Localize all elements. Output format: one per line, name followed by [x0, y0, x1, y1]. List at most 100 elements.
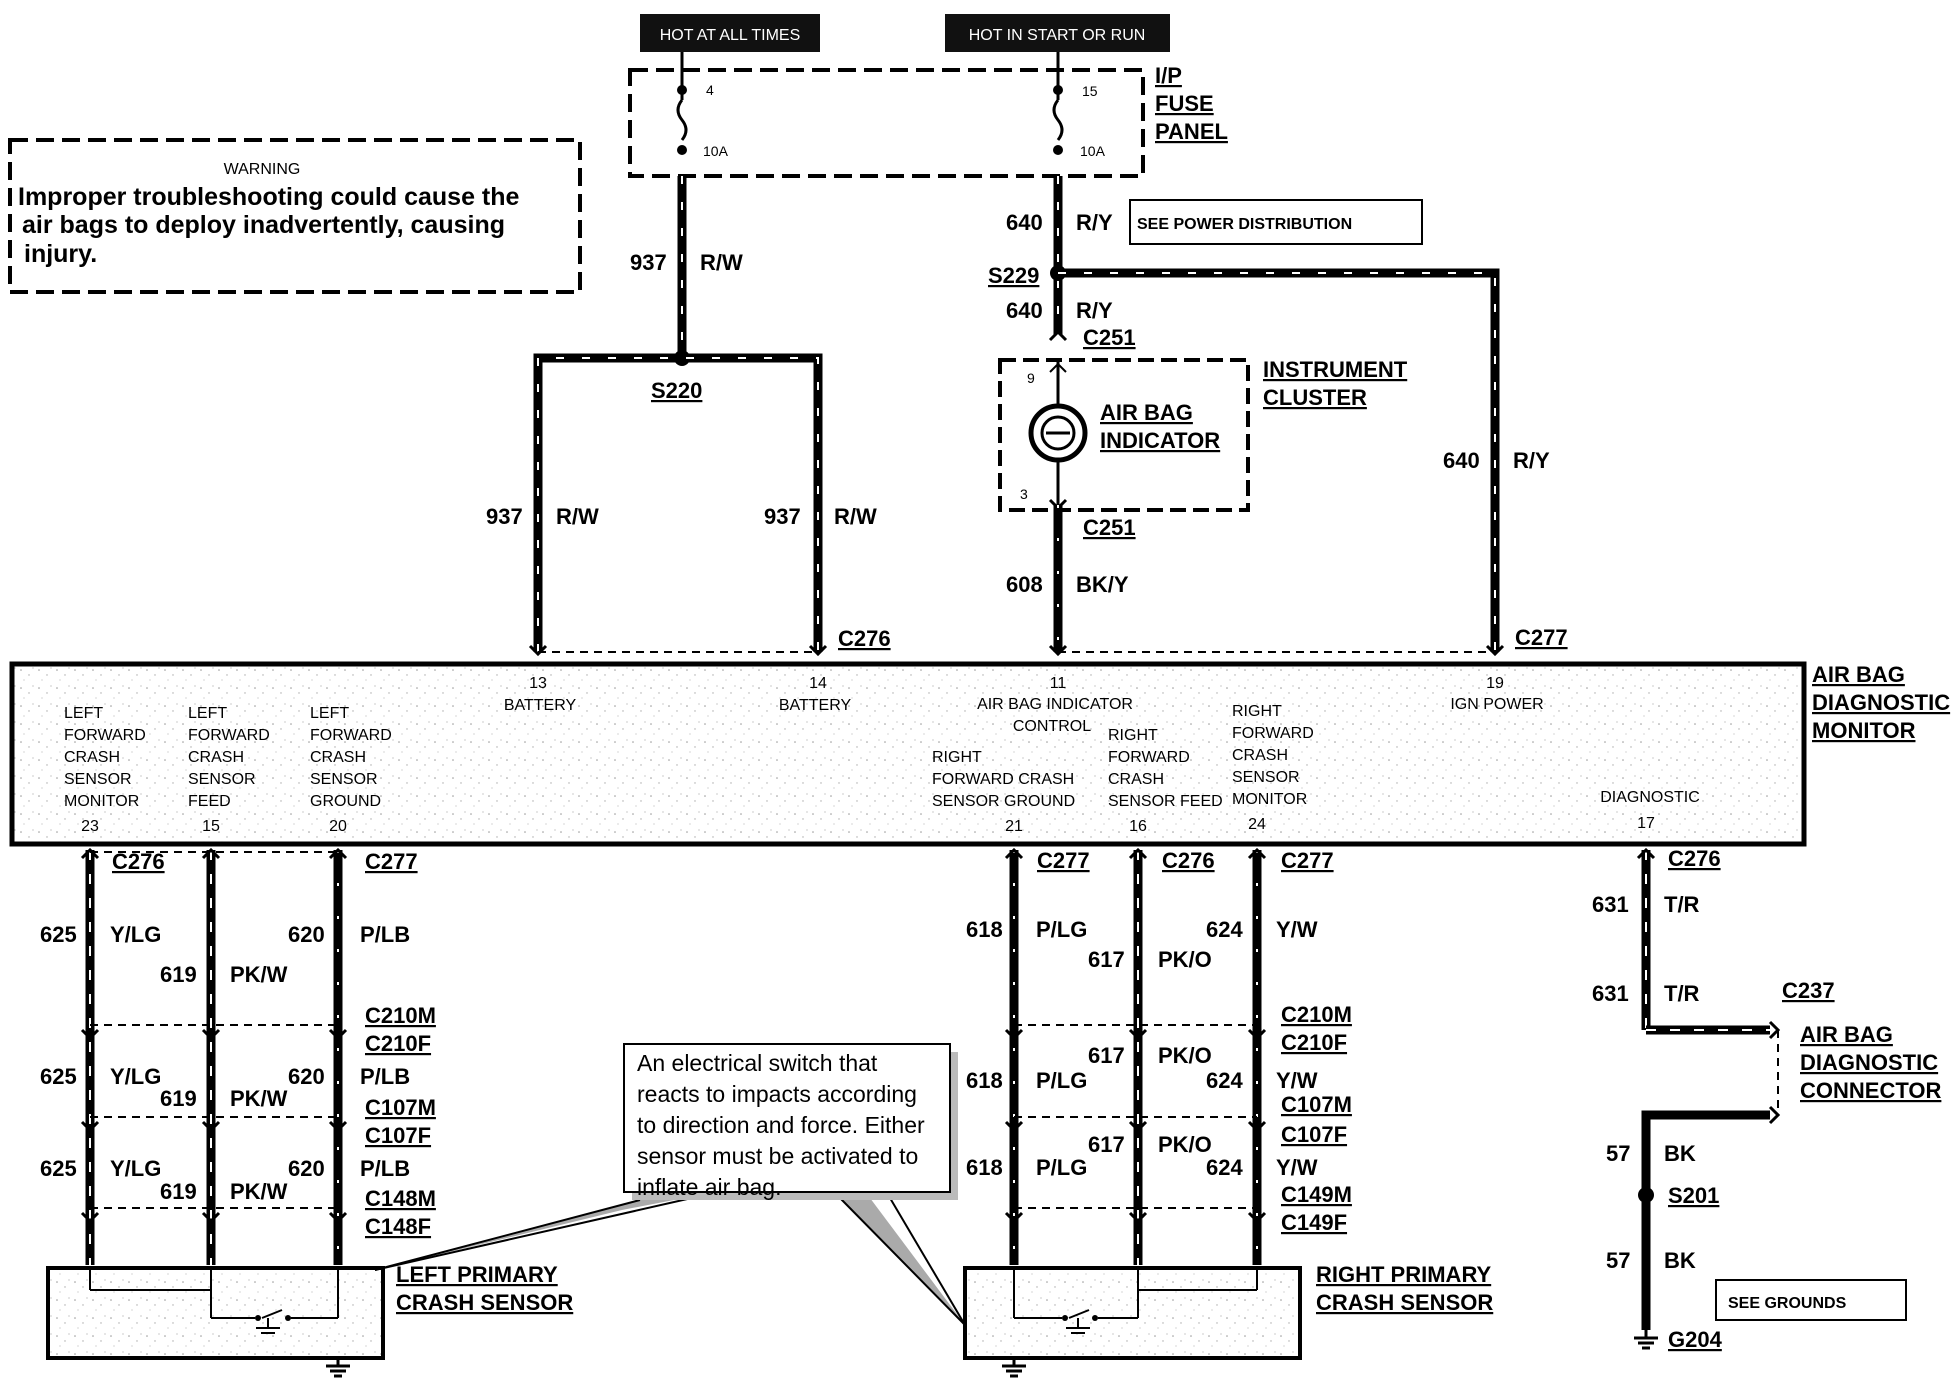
svg-text:PK/W: PK/W — [230, 1179, 288, 1204]
svg-text:SEE GROUNDS: SEE GROUNDS — [1728, 1295, 1847, 1312]
svg-text:CRASH: CRASH — [310, 749, 366, 766]
svg-text:HOT IN START OR RUN: HOT IN START OR RUN — [969, 27, 1146, 44]
svg-text:620: 620 — [288, 1064, 325, 1089]
svg-text:HOT AT ALL TIMES: HOT AT ALL TIMES — [660, 27, 801, 44]
svg-text:C210M: C210M — [365, 1003, 436, 1028]
svg-text:619: 619 — [160, 1179, 197, 1204]
svg-text:T/R: T/R — [1664, 981, 1700, 1006]
svg-text:CRASH SENSOR: CRASH SENSOR — [1316, 1290, 1493, 1315]
svg-text:13: 13 — [529, 675, 547, 692]
svg-text:DIAGNOSTIC: DIAGNOSTIC — [1812, 690, 1950, 715]
svg-text:16: 16 — [1129, 818, 1147, 835]
svg-text:SENSOR: SENSOR — [188, 771, 256, 788]
svg-text:C251: C251 — [1083, 325, 1136, 350]
wire-937-feed: 937 R/W — [630, 176, 743, 358]
svg-text:MONITOR: MONITOR — [1232, 791, 1307, 808]
svg-text:reacts to impacts according: reacts to impacts according — [637, 1081, 917, 1107]
wire-608: C251 608 BK/Y — [1006, 505, 1136, 657]
sensor-callout: An electrical switch that reacts to impa… — [374, 1043, 966, 1326]
svg-text:Y/W: Y/W — [1276, 1155, 1318, 1180]
connector-c276-top: C276 — [528, 626, 891, 657]
fuse-panel-box — [628, 68, 1145, 178]
svg-text:P/LB: P/LB — [360, 1064, 410, 1089]
svg-text:937: 937 — [486, 504, 523, 529]
svg-text:air bags to deploy inadverte: air bags to deploy inadvertently, causin… — [22, 211, 505, 239]
svg-text:WARNING: WARNING — [224, 161, 301, 178]
svg-text:640: 640 — [1443, 448, 1480, 473]
svg-text:FORWARD: FORWARD — [64, 727, 146, 744]
svg-text:S220: S220 — [651, 378, 702, 403]
svg-text:19: 19 — [1486, 675, 1504, 692]
svg-text:R/Y: R/Y — [1076, 298, 1113, 323]
svg-text:CONTROL: CONTROL — [1013, 718, 1091, 735]
svg-text:C276: C276 — [838, 626, 891, 651]
svg-text:PK/O: PK/O — [1158, 947, 1212, 972]
svg-text:R/W: R/W — [834, 504, 877, 529]
svg-text:FORWARD: FORWARD — [188, 727, 270, 744]
svg-text:617: 617 — [1088, 1132, 1125, 1157]
svg-text:C276: C276 — [112, 849, 165, 874]
svg-text:R/Y: R/Y — [1076, 210, 1113, 235]
fuse-4: 4 10A — [676, 82, 729, 159]
svg-text:23: 23 — [81, 818, 99, 835]
svg-text:S229: S229 — [988, 263, 1039, 288]
svg-text:SENSOR FEED: SENSOR FEED — [1108, 793, 1223, 810]
svg-text:R/Y: R/Y — [1513, 448, 1550, 473]
svg-text:PK/O: PK/O — [1158, 1132, 1212, 1157]
svg-text:I/P: I/P — [1155, 63, 1182, 88]
hot-at-all-times-tag: HOT AT ALL TIMES — [640, 14, 820, 52]
svg-text:625: 625 — [40, 922, 77, 947]
svg-text:SENSOR: SENSOR — [1232, 769, 1300, 786]
svg-text:An electrical switch that: An electrical switch that — [637, 1050, 878, 1076]
svg-text:15: 15 — [202, 818, 220, 835]
svg-text:14: 14 — [809, 675, 827, 692]
svg-text:BATTERY: BATTERY — [504, 697, 577, 714]
svg-text:631: 631 — [1592, 892, 1629, 917]
svg-text:625: 625 — [40, 1064, 77, 1089]
wire-640-feed: 640 R/Y 640 R/Y — [1006, 176, 1113, 335]
svg-text:FUSE: FUSE — [1155, 91, 1214, 116]
svg-text:FORWARD: FORWARD — [1108, 749, 1190, 766]
svg-text:618: 618 — [966, 1068, 1003, 1093]
svg-text:57: 57 — [1606, 1248, 1630, 1273]
svg-text:P/LB: P/LB — [360, 922, 410, 947]
svg-text:57: 57 — [1606, 1141, 1630, 1166]
diagnostic-circuit: C276 631 T/R 631 T/R C237 AIR BAG DIAGNO… — [1592, 846, 1941, 1352]
svg-text:RIGHT: RIGHT — [932, 749, 982, 766]
left-wires: C276 C277 C210M C210F C107M C107F C148M … — [40, 847, 436, 1265]
svg-text:CRASH: CRASH — [1108, 771, 1164, 788]
svg-text:to direction and force. Either: to direction and force. Either — [637, 1112, 925, 1138]
svg-text:Y/W: Y/W — [1276, 1068, 1318, 1093]
svg-text:INDICATOR: INDICATOR — [1100, 428, 1220, 453]
svg-text:C277: C277 — [1281, 848, 1334, 873]
svg-text:P/LG: P/LG — [1036, 917, 1087, 942]
see-power-distribution: SEE POWER DISTRIBUTION — [1129, 199, 1423, 245]
svg-text:C107F: C107F — [365, 1123, 431, 1148]
svg-text:CRASH: CRASH — [188, 749, 244, 766]
svg-text:640: 640 — [1006, 298, 1043, 323]
svg-text:AIR BAG: AIR BAG — [1800, 1022, 1893, 1047]
svg-text:DIAGNOSTIC: DIAGNOSTIC — [1600, 789, 1700, 806]
svg-text:BK: BK — [1664, 1248, 1696, 1273]
svg-text:631: 631 — [1592, 981, 1629, 1006]
svg-text:DIAGNOSTIC: DIAGNOSTIC — [1800, 1050, 1938, 1075]
right-wires: C277 C276 C277 C210M C210F C107M C107F C… — [966, 847, 1352, 1265]
svg-text:619: 619 — [160, 962, 197, 987]
svg-text:SENSOR: SENSOR — [310, 771, 378, 788]
fuse-15: 15 10A — [1052, 83, 1106, 159]
svg-text:R/W: R/W — [700, 250, 743, 275]
svg-text:Y/LG: Y/LG — [110, 1156, 161, 1181]
svg-text:C107F: C107F — [1281, 1122, 1347, 1147]
svg-text:C107M: C107M — [1281, 1092, 1352, 1117]
svg-text:21: 21 — [1005, 818, 1023, 835]
svg-text:PK/W: PK/W — [230, 1086, 288, 1111]
svg-text:9: 9 — [1027, 370, 1035, 386]
svg-text:FEED: FEED — [188, 793, 231, 810]
svg-text:P/LG: P/LG — [1036, 1068, 1087, 1093]
svg-text:PK/O: PK/O — [1158, 1043, 1212, 1068]
svg-text:Improper troubleshooting coul: Improper troubleshooting could cause the — [18, 183, 520, 211]
svg-text:RIGHT PRIMARY: RIGHT PRIMARY — [1316, 1262, 1492, 1287]
svg-text:RIGHT: RIGHT — [1108, 727, 1158, 744]
svg-text:620: 620 — [288, 1156, 325, 1181]
svg-text:BK: BK — [1664, 1141, 1696, 1166]
